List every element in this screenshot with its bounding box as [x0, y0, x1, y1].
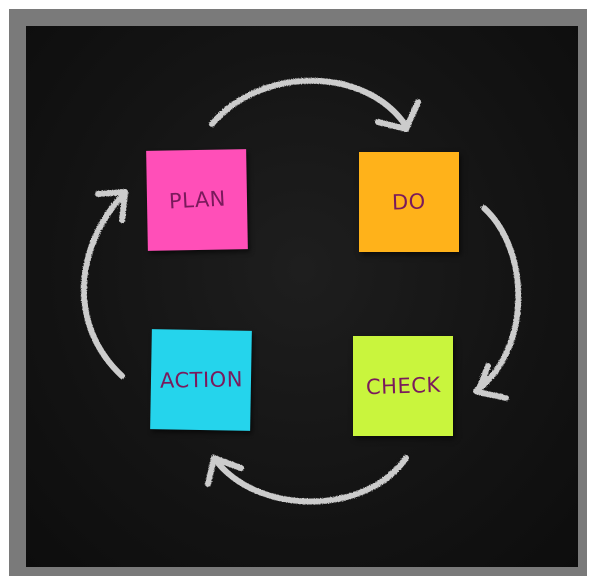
do-sticky-note: DO: [359, 152, 459, 252]
do-label: DO: [391, 189, 427, 215]
curved-arrow-icon-right: [473, 205, 522, 394]
curved-arrow-icon-top: [209, 77, 409, 129]
check-label: CHECK: [365, 372, 441, 400]
plan-label: PLAN: [167, 186, 227, 214]
action-label: ACTION: [159, 367, 243, 393]
curved-arrow-icon-bottom: [211, 455, 409, 505]
chalk-arrows: [81, 77, 522, 505]
chalkboard: PLAN DO ACTION CHECK: [26, 26, 578, 567]
action-sticky-note: ACTION: [150, 329, 252, 431]
check-sticky-note: CHECK: [353, 336, 453, 436]
curved-arrow-icon-left: [81, 191, 127, 379]
plan-sticky-note: PLAN: [146, 149, 248, 251]
